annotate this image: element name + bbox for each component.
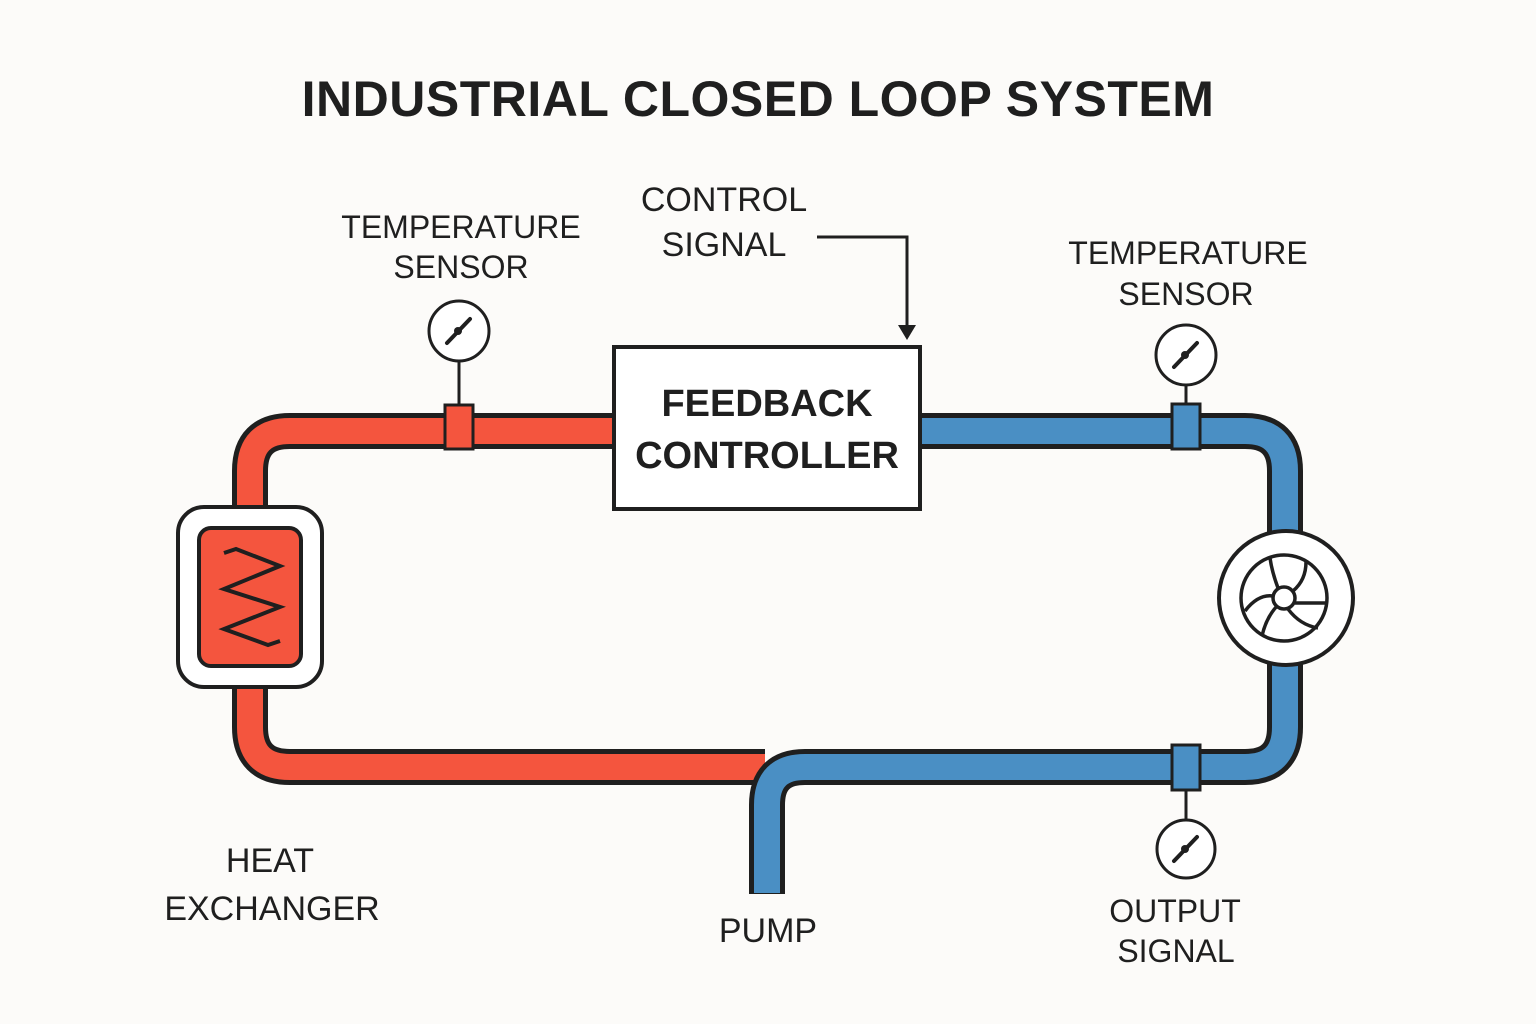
sensor-right-fitting	[1170, 402, 1202, 451]
control-signal-label-line2: SIGNAL	[662, 226, 787, 264]
arrow-down-icon	[898, 325, 916, 340]
controller-box	[612, 345, 922, 511]
controller-label-line2: CONTROLLER	[635, 435, 899, 477]
heat-exchanger-label-line2: EXCHANGER	[164, 890, 379, 928]
output-signal-label-line2: SIGNAL	[1117, 933, 1234, 969]
sensor-left-fitting	[443, 403, 475, 451]
sensor-left-label-line2: SENSOR	[393, 249, 528, 285]
output-signal-label-line1: OUTPUT	[1109, 893, 1241, 929]
output-fitting	[1170, 743, 1202, 792]
gauge-icon	[427, 299, 491, 363]
control-signal: CONTROL SIGNAL	[641, 181, 916, 340]
diagram-title: INDUSTRIAL CLOSED LOOP SYSTEM	[302, 71, 1215, 127]
temperature-sensor-left[interactable]: TEMPERATURE SENSOR	[341, 209, 581, 451]
sensor-left-label-line1: TEMPERATURE	[341, 209, 580, 245]
pump-label: PUMP	[719, 912, 817, 950]
cold-pipe	[754, 418, 1298, 893]
feedback-controller[interactable]: FEEDBACK CONTROLLER	[612, 345, 922, 511]
control-signal-line	[817, 235, 909, 326]
gauge-icon	[1155, 818, 1217, 880]
sensor-right-label-line1: TEMPERATURE	[1068, 235, 1307, 271]
control-signal-label-line1: CONTROL	[641, 181, 807, 219]
turbine[interactable]	[1217, 529, 1355, 667]
temperature-sensor-right[interactable]: TEMPERATURE SENSOR	[1068, 235, 1308, 451]
controller-label-line1: FEEDBACK	[661, 383, 873, 425]
output-signal-sensor[interactable]: OUTPUT SIGNAL	[1109, 743, 1241, 969]
sensor-right-label-line2: SENSOR	[1118, 276, 1253, 312]
heat-exchanger[interactable]	[176, 505, 324, 689]
gauge-icon	[1154, 323, 1218, 387]
heat-exchanger-label-line1: HEAT	[226, 842, 314, 880]
impeller-icon	[1239, 553, 1329, 643]
heat-coil-icon	[218, 546, 286, 648]
turbine-housing	[1217, 529, 1355, 667]
